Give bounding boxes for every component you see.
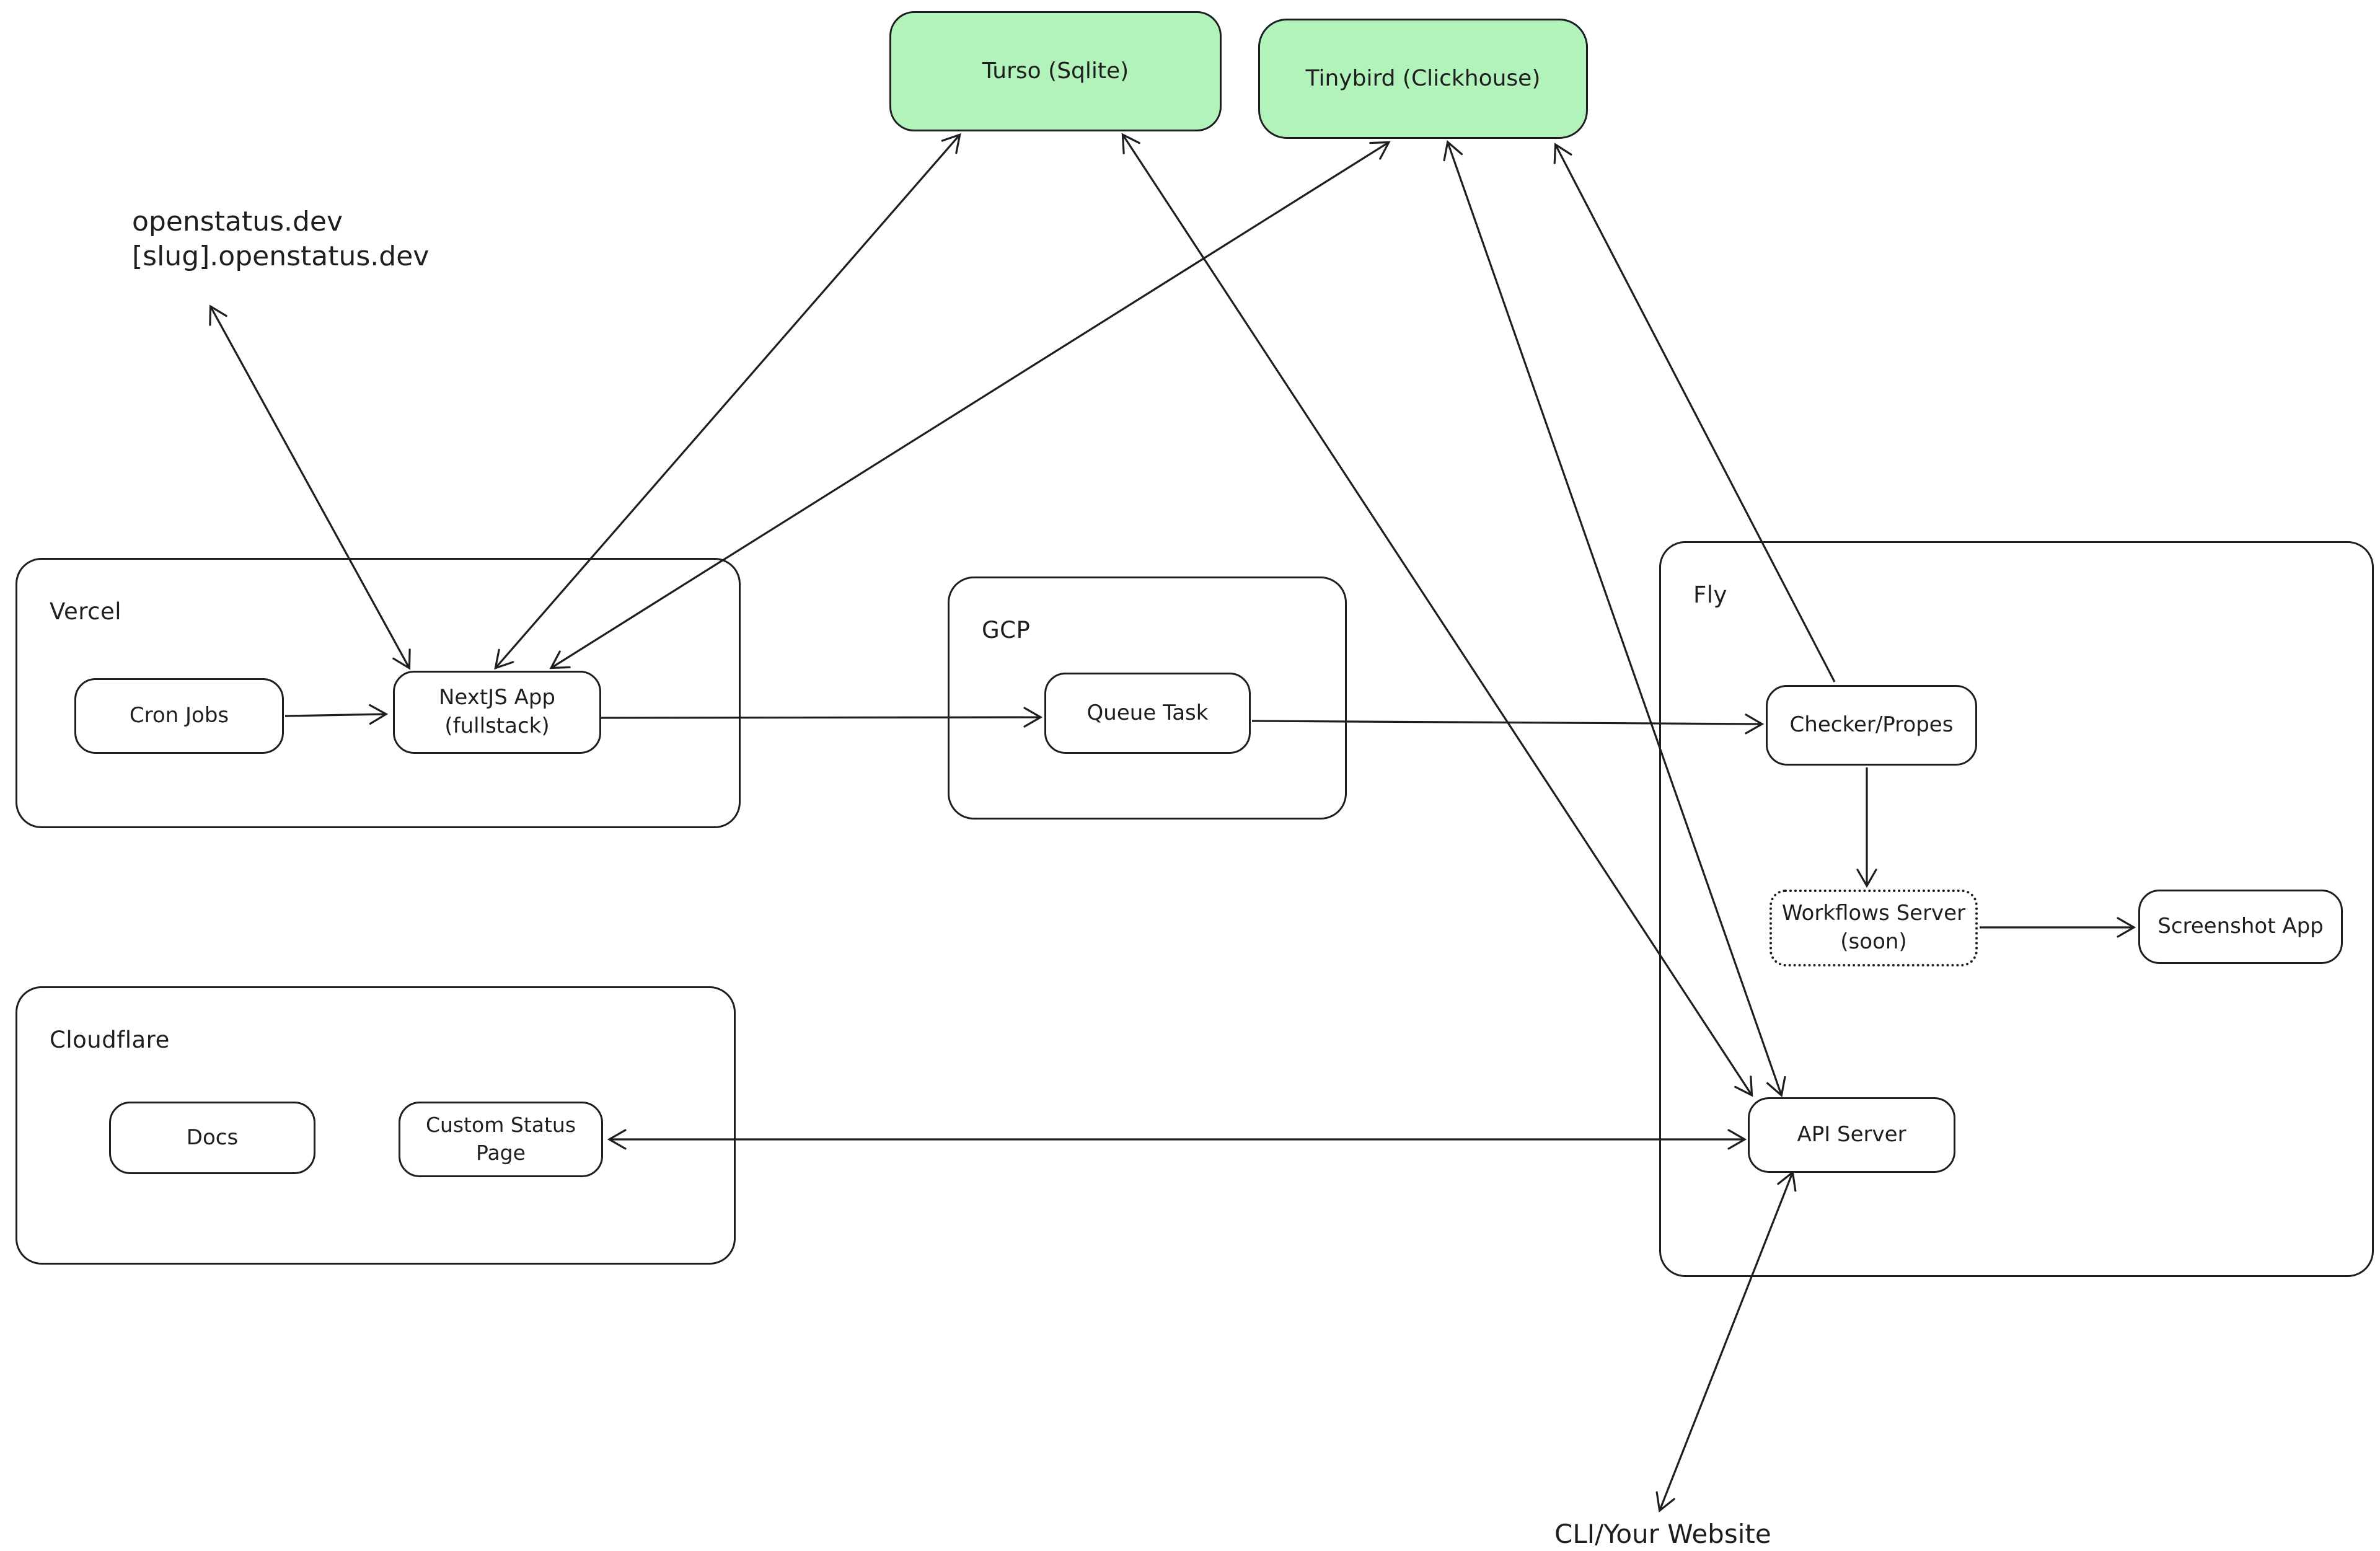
edge-tinybird-to-api-server bbox=[1443, 140, 1786, 1097]
node-queue-task-label: Queue Task bbox=[1086, 700, 1209, 725]
node-queue-task: Queue Task bbox=[1044, 673, 1251, 754]
node-nextjs-app-label: NextJS App bbox=[438, 685, 556, 710]
node-docs: Docs bbox=[109, 1102, 315, 1174]
node-workflows-server-sublabel: (soon) bbox=[1840, 929, 1907, 954]
node-cron-jobs-label: Cron Jobs bbox=[129, 703, 229, 728]
cli-your-website-label: CLI/Your Website bbox=[1554, 1519, 1771, 1549]
edge-nextjs-app-to-openstatus-domains bbox=[209, 304, 411, 670]
node-turso: Turso (Sqlite) bbox=[889, 11, 1222, 131]
group-vercel-label: Vercel bbox=[50, 598, 121, 625]
node-screenshot-app: Screenshot App bbox=[2138, 890, 2343, 964]
node-cron-jobs: Cron Jobs bbox=[74, 678, 284, 754]
node-checker-propes: Checker/Propes bbox=[1766, 685, 1977, 766]
edge-cron-jobs-to-nextjs-app bbox=[284, 704, 389, 725]
edge-checker-propes-to-tinybird bbox=[1553, 143, 1836, 683]
node-docs-label: Docs bbox=[186, 1125, 239, 1150]
node-checker-propes-label: Checker/Propes bbox=[1789, 712, 1954, 738]
node-turso-label: Turso (Sqlite) bbox=[982, 58, 1129, 84]
group-cloudflare-label: Cloudflare bbox=[50, 1027, 170, 1053]
node-workflows-server-label: Workflows Server bbox=[1781, 901, 1966, 926]
node-tinybird: Tinybird (Clickhouse) bbox=[1258, 19, 1588, 139]
edge-nextjs-app-to-queue-task bbox=[596, 707, 1043, 728]
node-custom-status-page: Custom Status Page bbox=[399, 1102, 603, 1177]
node-custom-status-page-label: Custom Status Page bbox=[425, 1113, 576, 1165]
group-fly-label: Fly bbox=[1693, 581, 1727, 608]
edge-api-server-to-cli-your-website bbox=[1655, 1170, 1797, 1513]
node-api-server-label: API Server bbox=[1797, 1122, 1906, 1147]
node-screenshot-app-label: Screenshot App bbox=[2157, 914, 2324, 939]
domain-line-2: [slug].openstatus.dev bbox=[132, 241, 430, 273]
node-tinybird-label: Tinybird (Clickhouse) bbox=[1305, 65, 1541, 91]
group-gcp-label: GCP bbox=[982, 617, 1031, 643]
node-api-server: API Server bbox=[1748, 1097, 1955, 1173]
node-nextjs-app: NextJS App (fullstack) bbox=[393, 671, 601, 754]
node-workflows-server: Workflows Server (soon) bbox=[1770, 890, 1978, 966]
group-cloudflare: Cloudflare bbox=[15, 986, 736, 1265]
domain-line-1: openstatus.dev bbox=[132, 206, 343, 237]
openstatus-domains-label: openstatus.dev [slug].openstatus.dev bbox=[132, 205, 429, 275]
node-nextjs-app-sublabel: (fullstack) bbox=[444, 714, 550, 738]
